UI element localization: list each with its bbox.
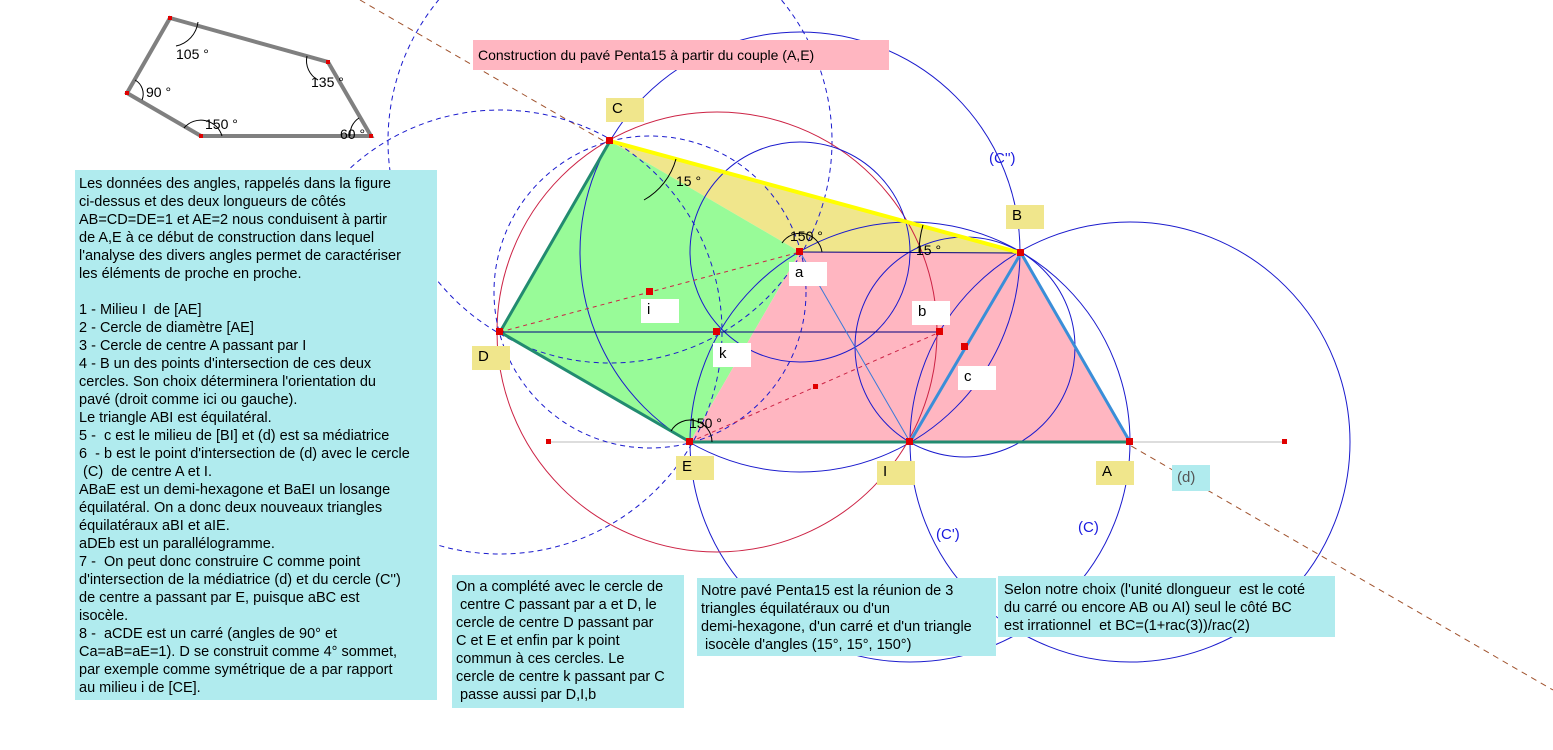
point-label-i: i <box>641 299 679 323</box>
point-label-A: A <box>1096 461 1134 485</box>
point-label-a: a <box>789 262 827 286</box>
edge-CB <box>609 139 1022 255</box>
figure-title: Construction du pavé Penta15 à partir du… <box>473 40 889 70</box>
circle-label-C-prime: (C') <box>936 526 960 543</box>
unit-choice-text: Selon notre choix (l'unité dlongueur est… <box>998 576 1335 637</box>
angle-arc-a <box>781 232 823 253</box>
edge-CD <box>498 140 612 333</box>
angle-label-B: 15 ° <box>916 242 942 258</box>
hexagon-ABaE <box>690 252 1130 442</box>
circle-center-i <box>493 135 807 449</box>
angle-arc-E <box>670 419 713 443</box>
angle-label-E: 150 ° <box>689 415 722 431</box>
angle-arc-C <box>643 158 677 201</box>
point-label-B: B <box>1006 205 1044 229</box>
seg-a-B <box>799 251 1022 254</box>
line-d <box>359 0 1553 691</box>
thumbnail-pentagon <box>124 15 375 138</box>
construction-steps-text: Les données des angles, rappelés dans la… <box>75 170 437 700</box>
point-label-b: b <box>912 301 950 325</box>
thumb-angle-150: 150 ° <box>205 116 238 132</box>
point-label-k: k <box>713 343 751 367</box>
angle-arc-B <box>918 224 924 254</box>
point-label-I: I <box>877 461 915 485</box>
angle-label-C: 15 ° <box>676 173 702 189</box>
point-label-E: E <box>676 456 714 480</box>
edge-DE <box>499 330 691 444</box>
thumb-angle-135: 135 ° <box>311 74 344 90</box>
point-label-C: C <box>606 98 644 122</box>
thumb-angle-90: 90 ° <box>146 84 172 100</box>
point-label-c: c <box>958 366 996 390</box>
thumb-angle-105: 105 ° <box>176 46 209 62</box>
line-label-d: (d) <box>1172 465 1210 491</box>
circles-completion-text: On a complété avec le cercle de centre C… <box>452 575 684 708</box>
point-label-D: D <box>472 346 510 370</box>
edge-AB <box>1019 252 1132 443</box>
circle-label-C: (C) <box>1078 519 1099 536</box>
circle-center-C <box>387 0 833 364</box>
angle-label-a: 150 ° <box>790 228 823 244</box>
circle-label-C-prime-prime: (C'') <box>989 150 1016 167</box>
thumb-angle-60: 60 ° <box>340 126 366 142</box>
penta15-union-text: Notre pavé Penta15 est la réunion de 3 t… <box>697 578 996 656</box>
points <box>496 137 1287 445</box>
